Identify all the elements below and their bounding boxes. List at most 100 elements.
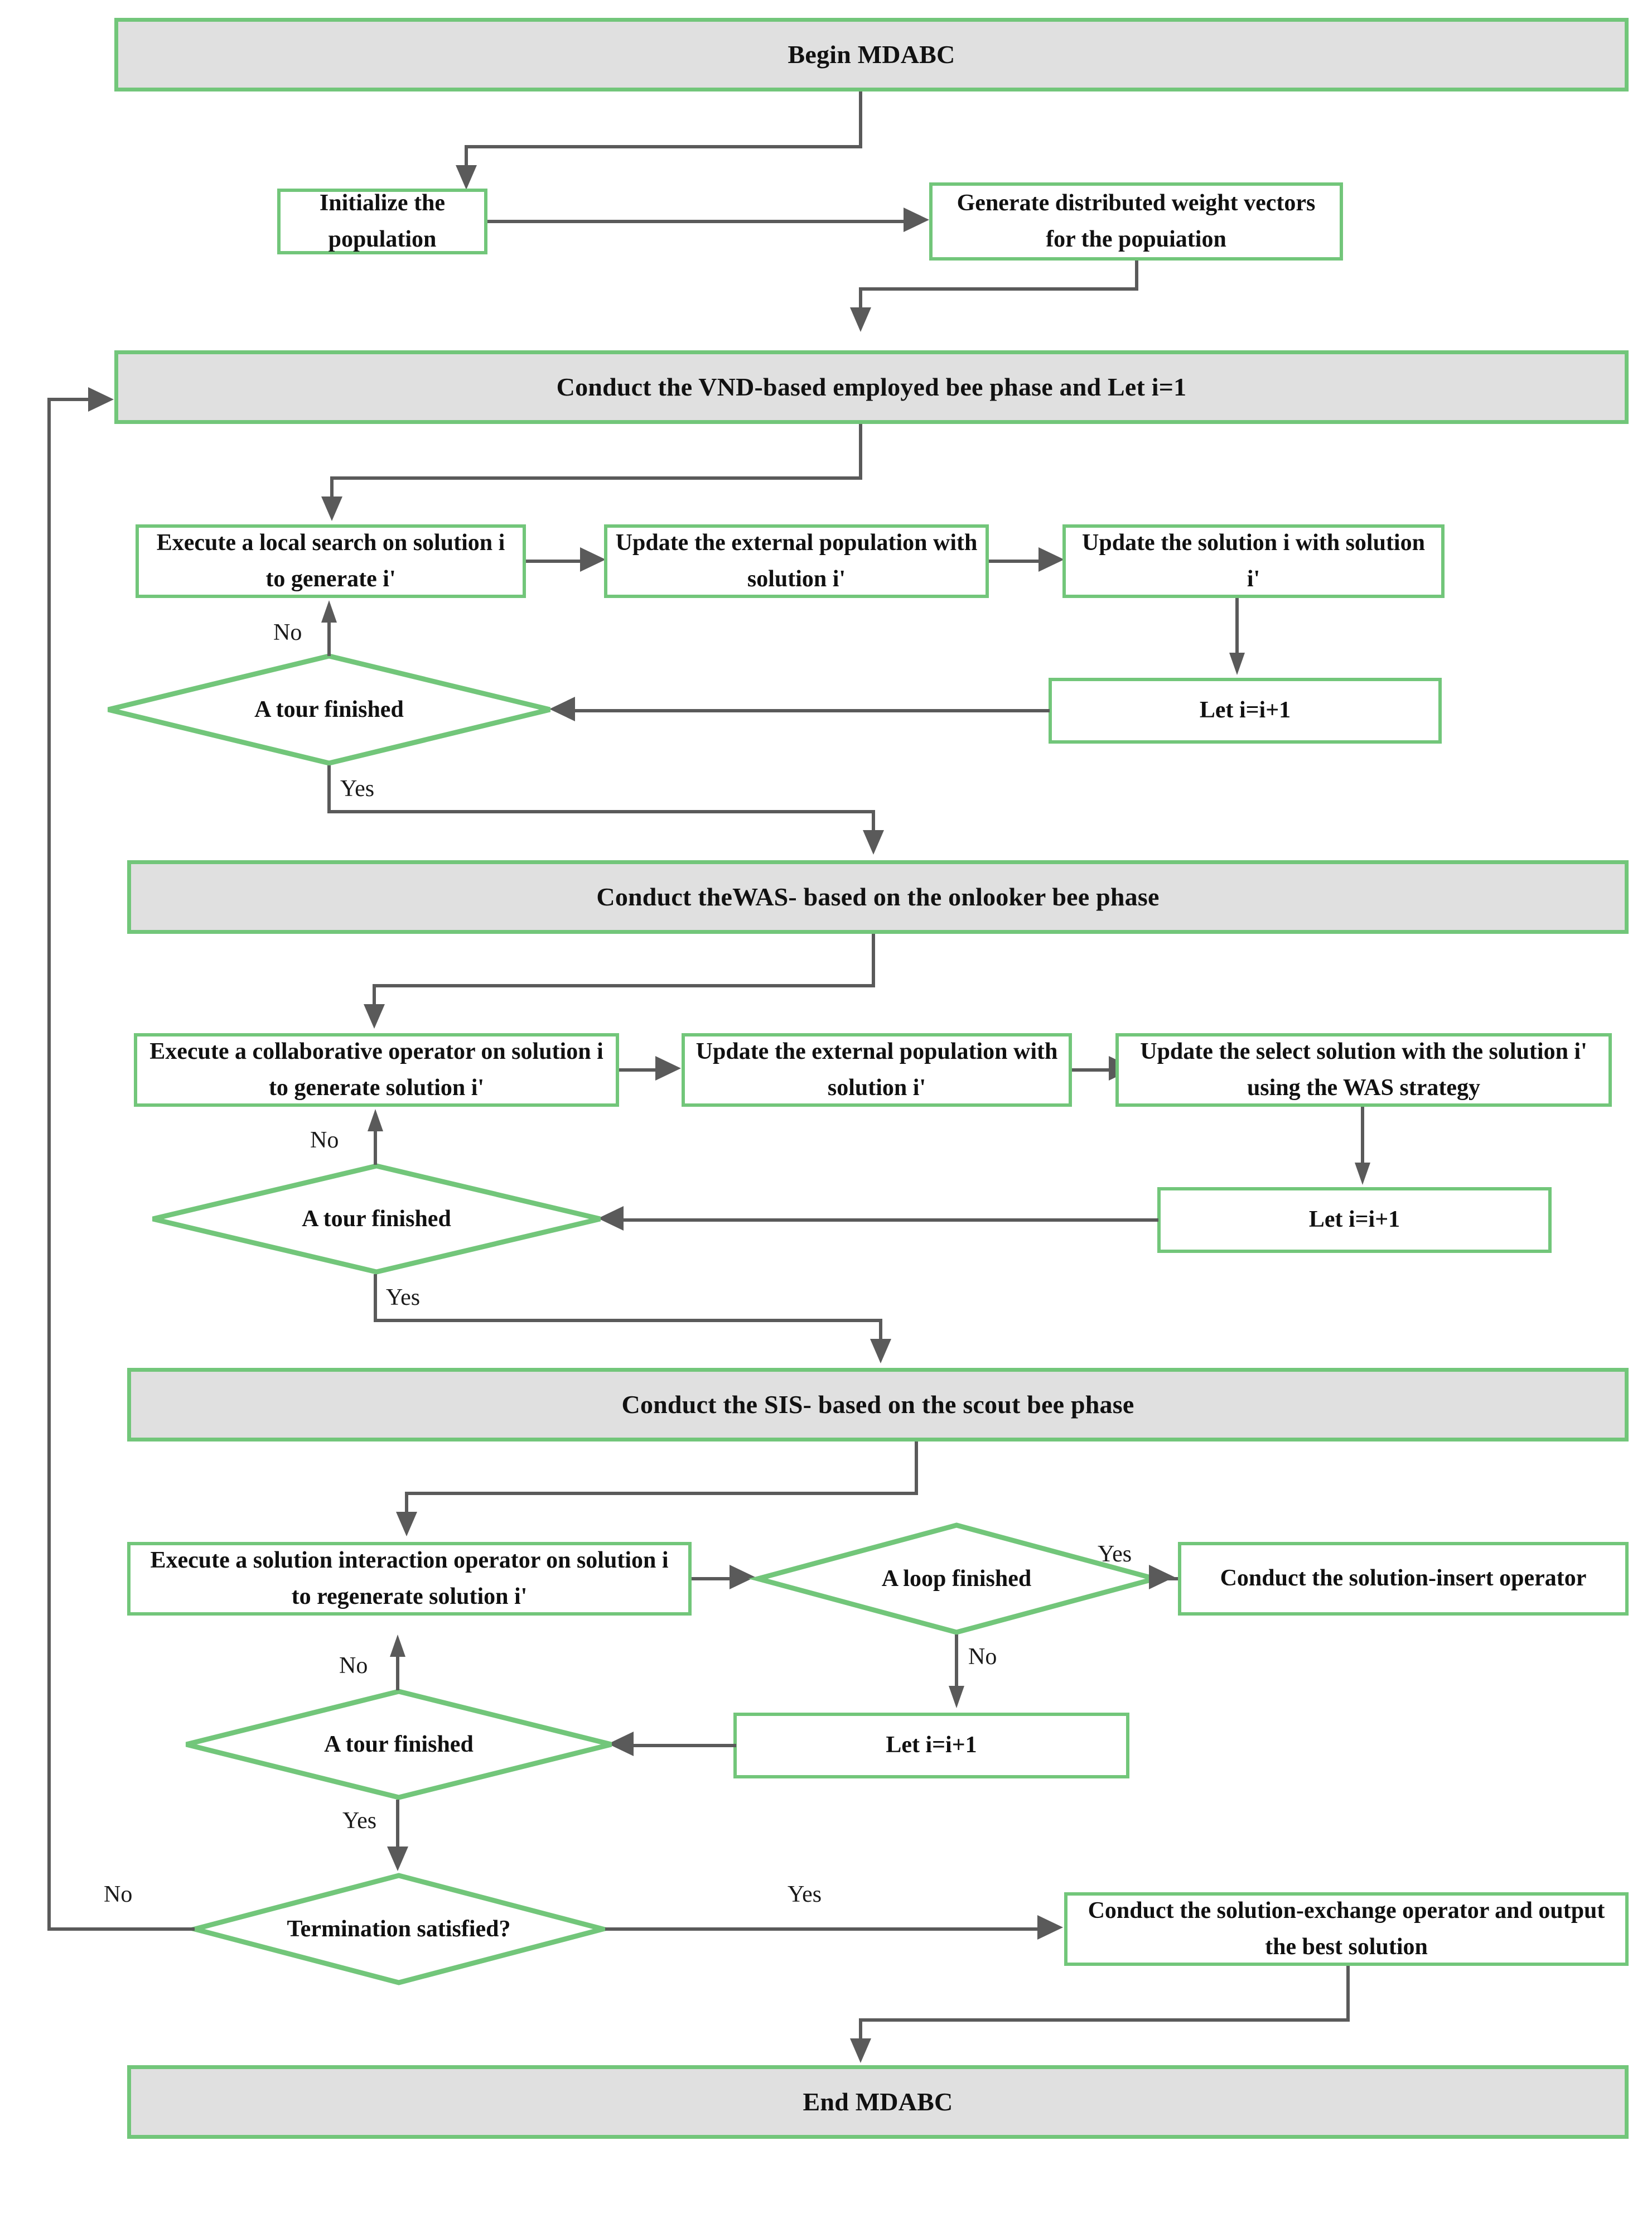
node-tour-finished-1[interactable]: A tour finished <box>106 653 552 766</box>
arrowhead-tour3-no <box>390 1635 405 1657</box>
node-update-external-1[interactable]: Update the external population with solu… <box>604 524 989 598</box>
node-loop-finished[interactable]: A loop finished <box>748 1522 1165 1635</box>
arrowhead-to-loop-finished <box>730 1565 755 1589</box>
node-label: A loop finished <box>881 1566 1032 1592</box>
edge-label-yes-1: Yes <box>340 776 375 802</box>
connector-onlooker-left <box>373 984 875 987</box>
node-label: Execute a local search on solution i to … <box>156 529 505 592</box>
arrowhead-to-update-solution-i <box>1038 547 1064 572</box>
arrowhead-to-initialize <box>456 165 477 190</box>
arrowhead-tour2-no <box>368 1109 383 1131</box>
node-solution-interaction[interactable]: Execute a solution interaction operator … <box>127 1542 692 1616</box>
connector-tour2-yes-to-scout <box>879 1319 882 1343</box>
connector-tour1-no <box>327 623 331 656</box>
connector-scout-left <box>405 1492 918 1495</box>
connector-employed-left <box>330 476 862 480</box>
node-termination-satisfied[interactable]: Termination satisfied? <box>185 1873 613 1985</box>
arrowhead-to-weights <box>904 208 929 232</box>
node-label: Let i=i+1 <box>886 1732 977 1758</box>
connector-termination-no <box>47 1927 195 1931</box>
connector-scout-down <box>915 1441 918 1495</box>
node-label: Initialize the population <box>319 190 446 252</box>
node-end-mdabc[interactable]: End MDABC <box>127 2065 1629 2139</box>
node-label: Generate distributed weight vectors for … <box>957 190 1316 252</box>
node-tour-finished-2[interactable]: A tour finished <box>151 1163 602 1275</box>
diamond-shape <box>748 1522 1165 1635</box>
arrowhead-to-increment-1 <box>1229 653 1245 675</box>
connector-local-to-external1 <box>526 560 586 563</box>
connector-tour1-yes-to-onlooker <box>872 810 875 835</box>
node-collaborative-operator[interactable]: Execute a collaborative operator on solu… <box>134 1033 619 1107</box>
edge-label-termination-yes: Yes <box>788 1882 822 1907</box>
arrowhead-to-increment-2 <box>1355 1163 1370 1185</box>
node-increment-1[interactable]: Let i=i+1 <box>1049 678 1442 744</box>
node-label: Conduct theWAS- based on the onlooker be… <box>596 883 1160 912</box>
node-generate-weight-vectors[interactable]: Generate distributed weight vectors for … <box>929 182 1343 261</box>
node-label: Update the select solution with the solu… <box>1140 1038 1587 1101</box>
connector-weights-left <box>859 287 1138 291</box>
node-onlooker-bee-phase[interactable]: Conduct theWAS- based on the onlooker be… <box>127 860 1629 934</box>
arrowhead-to-local-search <box>321 496 342 521</box>
arrowhead-to-scout-phase <box>870 1339 891 1363</box>
node-employed-bee-phase[interactable]: Conduct the VND-based employed bee phase… <box>114 350 1629 424</box>
arrowhead-to-tour-finished-1 <box>549 697 575 721</box>
arrowhead-return-to-employed-phase <box>88 387 114 412</box>
node-update-solution-i[interactable]: Update the solution i with solution i' <box>1062 524 1445 598</box>
node-label: Update the external population with solu… <box>615 529 978 592</box>
diamond-shape <box>151 1163 602 1275</box>
node-local-search[interactable]: Execute a local search on solution i to … <box>136 524 526 598</box>
node-label: Execute a solution interaction operator … <box>150 1547 669 1609</box>
node-solution-exchange[interactable]: Conduct the solution-exchange operator a… <box>1064 1892 1629 1966</box>
connector-external2-to-select <box>1072 1068 1117 1072</box>
connector-collab-to-external2 <box>619 1068 664 1072</box>
connector-inc2-to-tour2 <box>617 1218 1158 1222</box>
node-begin-mdabc[interactable]: Begin MDABC <box>114 18 1629 91</box>
node-label: End MDABC <box>803 2087 953 2117</box>
edge-label-yes-2: Yes <box>386 1285 421 1310</box>
connector-tour3-no <box>396 1657 399 1690</box>
node-label: Begin MDABC <box>788 40 955 69</box>
node-increment-2[interactable]: Let i=i+1 <box>1157 1187 1552 1253</box>
arrowhead-loop-no <box>949 1686 964 1708</box>
connector-tour1-yes-right <box>327 810 875 813</box>
arrowhead-to-tour-finished-3 <box>608 1732 634 1756</box>
arrowhead-to-update-external-2 <box>655 1056 681 1081</box>
arrowhead-tour1-no <box>321 600 337 623</box>
connector-begin-to-init <box>465 145 468 170</box>
node-tour-finished-3[interactable]: A tour finished <box>184 1689 614 1800</box>
connector-return-rail <box>47 398 51 1929</box>
connector-onlooker-to-collab <box>373 984 376 1009</box>
node-solution-insert[interactable]: Conduct the solution-insert operator <box>1178 1542 1629 1616</box>
node-update-select-solution[interactable]: Update the select solution with the solu… <box>1115 1033 1612 1107</box>
node-scout-bee-phase[interactable]: Conduct the SIS- based on the scout bee … <box>127 1368 1629 1441</box>
connector-exchange-to-end <box>859 2018 862 2043</box>
node-label: Conduct the solution-exchange operator a… <box>1088 1897 1605 1960</box>
connector-loop-no <box>955 1635 958 1690</box>
node-label: A tour finished <box>302 1206 451 1232</box>
arrowhead-to-termination <box>387 1847 408 1871</box>
connector-employed-to-local <box>330 476 334 501</box>
connector-inc3-to-tour3 <box>625 1744 736 1747</box>
connector-termination-yes <box>605 1927 1049 1931</box>
connector-updatei-to-inc1 <box>1235 598 1239 657</box>
node-label: Update the solution i with solution i' <box>1082 529 1425 592</box>
node-label: A tour finished <box>324 1732 474 1757</box>
node-initialize-population[interactable]: Initialize the population <box>277 189 487 254</box>
connector-exchange-down <box>1346 1966 1350 2022</box>
connector-inc1-to-tour1 <box>569 709 1050 712</box>
node-update-external-2[interactable]: Update the external population with solu… <box>682 1033 1072 1107</box>
node-label: Conduct the SIS- based on the scout bee … <box>621 1390 1134 1419</box>
node-label: Conduct the solution-insert operator <box>1220 1565 1587 1592</box>
node-label: Update the external population with solu… <box>695 1038 1058 1101</box>
connector-interaction-to-loop <box>692 1577 742 1580</box>
connector-select-to-inc2 <box>1361 1107 1364 1167</box>
connector-tour2-yes-right <box>374 1319 882 1322</box>
arrowhead-to-tour-finished-2 <box>598 1206 624 1231</box>
arrowhead-to-solution-exchange <box>1037 1915 1063 1940</box>
node-label: Execute a collaborative operator on solu… <box>149 1038 603 1101</box>
node-label: Conduct the VND-based employed bee phase… <box>556 373 1187 402</box>
connector-exchange-left <box>859 2018 1350 2022</box>
node-increment-3[interactable]: Let i=i+1 <box>733 1713 1129 1778</box>
diamond-shape <box>185 1873 613 1985</box>
